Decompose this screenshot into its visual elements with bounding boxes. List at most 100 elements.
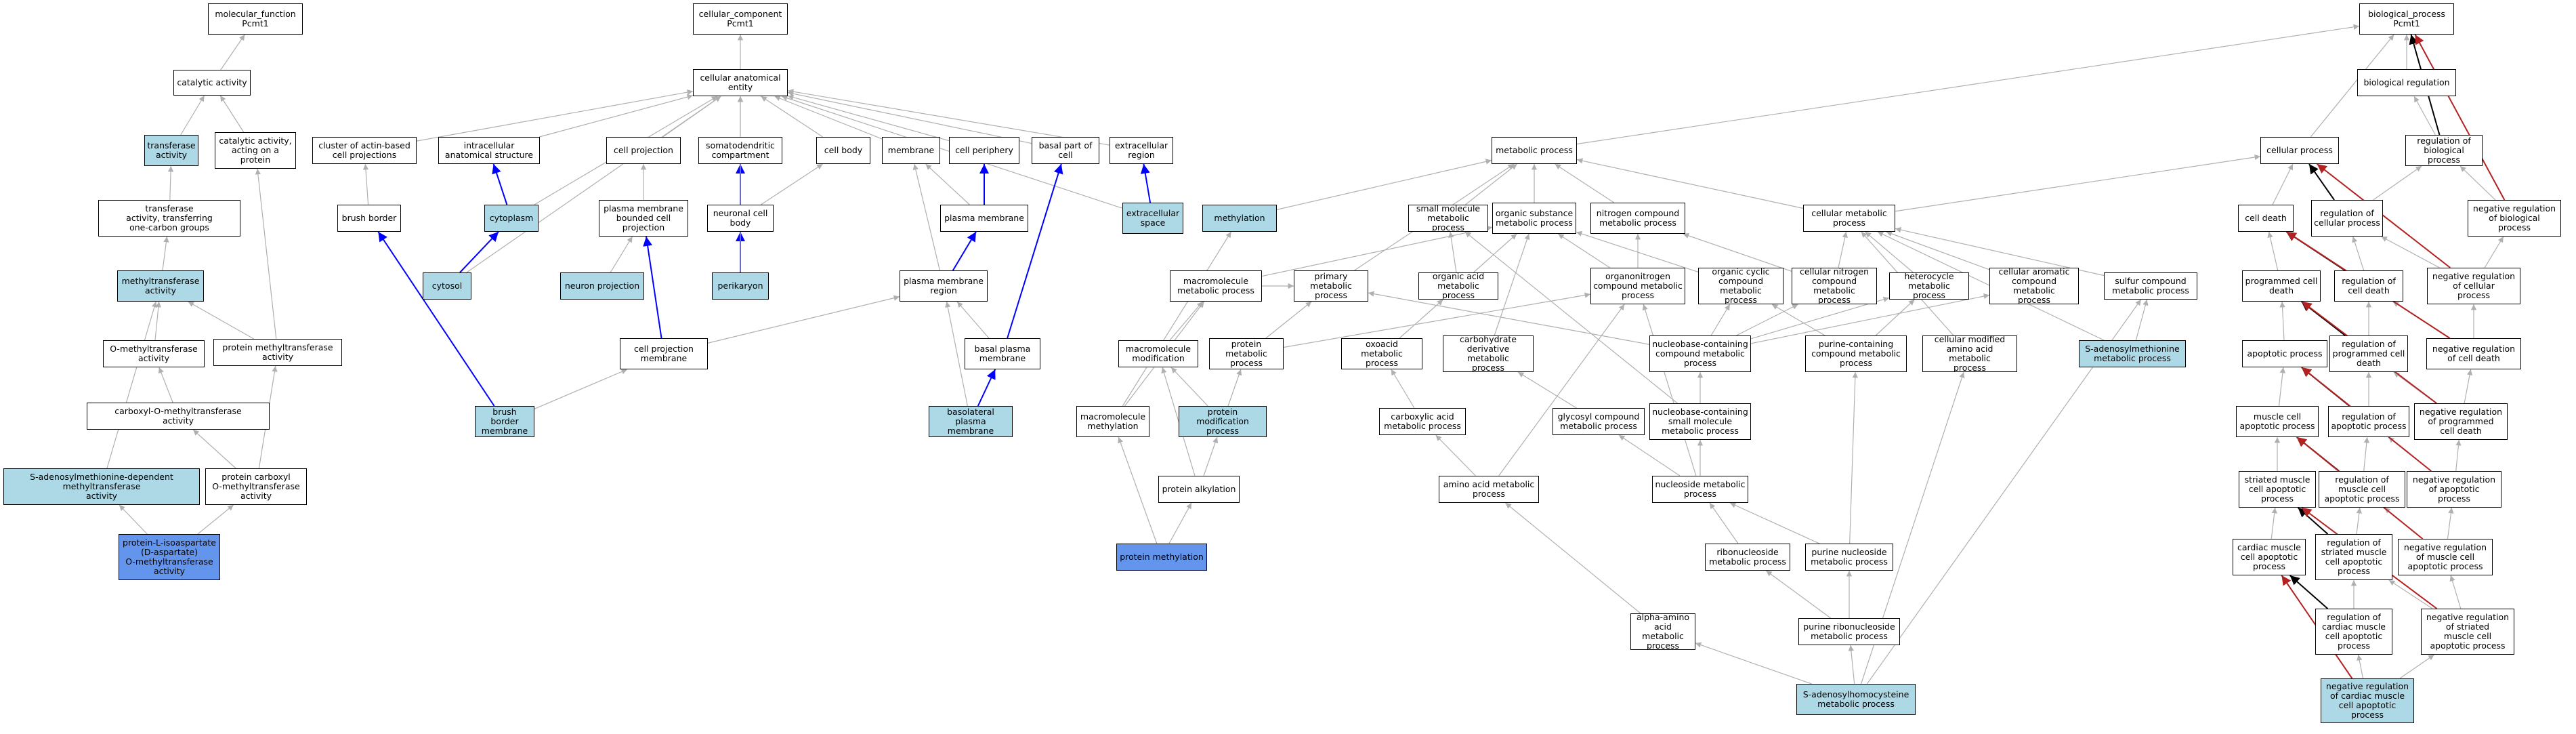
- go-term-heterocycle: heterocycle metabolic process: [1889, 272, 1969, 300]
- edge-is-a-organonitrogen-to-organic-substance: [1557, 233, 1611, 268]
- edge-is-a-metabolic-to-bp: [1576, 24, 2360, 145]
- go-term-macromolecule-methylation: macromolecule methylation: [1076, 406, 1149, 437]
- go-term-cellular-process: cellular process: [2260, 137, 2339, 164]
- edge-is-a-pcmt-act-to-protein-carboxyl: [197, 504, 234, 535]
- edge-is-a-organic-acid-to-organic-substance: [1473, 233, 1517, 273]
- go-term-organic-acid: organic acid metabolic process: [1418, 272, 1498, 300]
- edge-is-a-sah-to-alpha-amino: [1695, 642, 1812, 685]
- edge-is-a-amino-acid-to-organonitrogen: [1498, 304, 1625, 476]
- edge-negatively-regulates-neg-reg-cellular-to-cellular-process: [2317, 163, 2451, 268]
- go-term-purine-ribonucleoside: purine ribonucleoside metabolic process: [1798, 618, 1900, 645]
- go-term-organonitrogen: organonitrogen compound metabolic proces…: [1590, 268, 1685, 304]
- go-term-purine-compound: purine-containing compound metabolic pro…: [1805, 335, 1907, 372]
- edge-is-a-sah-to-purine-ribonucleoside: [1848, 645, 1855, 685]
- edge-is-a-reg-bp-to-bio-reg: [2413, 96, 2436, 136]
- go-term-pmbcp: plasma membrane bounded cell projection: [599, 200, 688, 237]
- go-term-macromolecule-mod: macromolecule modification: [1118, 340, 1198, 367]
- edge-is-a-protein-modification-to-macromolecule-mod: [1170, 367, 1208, 407]
- go-term-basal-part: basal part of cell: [1032, 137, 1099, 164]
- edge-is-a-sam-dep-to-methyltransferase: [106, 301, 157, 469]
- edge-is-a-protein-carboxyl-to-carboxyl-o: [192, 429, 236, 469]
- edge-regulates-reg-striated-apoptotic-to-striated-apoptotic: [2297, 507, 2329, 535]
- go-term-protein-metabolic: protein metabolic process: [1209, 338, 1284, 369]
- edge-is-a-nucleobase-compound-to-primary-metabolic: [1368, 291, 1650, 345]
- edge-is-a-sam-metabolic-to-sulfur: [2135, 299, 2149, 341]
- edge-is-a-macromolecule-methylation-to-methylation: [1122, 231, 1232, 407]
- edge-is-a-protein-metabolic-to-organonitrogen: [1283, 292, 1591, 348]
- go-term-cell-body: cell body: [816, 137, 870, 164]
- go-term-reg-bp: regulation of biological process: [2405, 135, 2483, 166]
- go-term-cellular-modified-aa: cellular modified amino acid metabolic p…: [1922, 335, 2017, 372]
- edge-is-a-cellular-process-to-bp: [2310, 34, 2394, 138]
- edge-is-a-o-methyl-to-methyltransferase: [154, 301, 162, 341]
- edge-is-a-neg-reg-apoptotic-to-neg-reg-pcd: [2455, 439, 2462, 472]
- edge-is-a-oxoacid-to-organic-acid: [1399, 299, 1443, 339]
- edge-is-a-pcd-to-cell-death: [2267, 231, 2279, 271]
- go-term-extracellular-region: extracellular region: [1110, 137, 1173, 164]
- go-term-neg-reg-bp: negative regulation of biological proces…: [2468, 200, 2561, 237]
- go-term-oxoacid: oxoacid metabolic process: [1341, 338, 1422, 369]
- go-term-transferase: transferase activity: [144, 135, 198, 166]
- go-term-protein-methylation: protein methylation: [1116, 544, 1207, 571]
- go-term-neg-reg-striated-apoptotic: negative regulation of striated muscle c…: [2421, 609, 2514, 655]
- edge-is-a-actin-to-cae: [416, 89, 694, 142]
- edge-is-a-brush-border-to-actin: [362, 163, 369, 205]
- go-term-basal-pm: basal plasma membrane: [965, 338, 1040, 369]
- edge-is-a-cell-death-to-cellular-process: [2272, 163, 2294, 205]
- edge-is-a-glycosyl-to-carbohydrate-deriv: [1517, 371, 1577, 409]
- edge-is-a-cellular-nitrogen-to-nitrogen-compound: [1683, 232, 1792, 272]
- go-term-plasma-membrane: plasma membrane: [940, 205, 1028, 232]
- edge-part-of-extracellular-space-to-extracellular-region: [1140, 163, 1152, 203]
- edge-is-a-cardiac-apoptotic-to-striated-apoptotic: [2271, 507, 2277, 539]
- edge-is-a-neg-reg-muscle-apoptotic-to-neg-reg-apoptotic: [2447, 507, 2454, 539]
- edge-is-a-macromolecule-metabolic-to-organic-substance: [1261, 225, 1493, 277]
- edge-is-a-nucleobase-compound-to-cellular-aromatic: [1750, 293, 1990, 344]
- edge-is-a-protein-modification-to-protein-metabolic: [1227, 369, 1242, 407]
- edge-is-a-muscle-apoptotic-to-apoptotic: [2278, 367, 2286, 407]
- edge-is-a-basal-pm-to-pm-region: [956, 301, 990, 339]
- edge-part-of-bb-membrane-to-brush-border: [377, 231, 495, 407]
- edge-negatively-regulates-neg-reg-bp-to-bp: [2414, 34, 2506, 201]
- go-term-cc: cellular_component Pcmt1: [693, 3, 788, 35]
- go-term-alpha-amino: alpha-amino acid metabolic process: [1630, 613, 1695, 650]
- go-term-intracellular: intracellular anatomical structure: [438, 137, 540, 164]
- go-term-sam-dep: S-adenosylmethionine-dependent methyltra…: [3, 468, 200, 505]
- edge-is-a-purine-compound-to-heterocycle: [1875, 299, 1915, 336]
- go-term-reg-striated-apoptotic: regulation of striated muscle cell apopt…: [2315, 534, 2392, 580]
- edge-is-a-carboxylic-to-oxoacid: [1391, 369, 1415, 409]
- edge-is-a-protein-methylation-to-macromolecule-methylation: [1118, 436, 1158, 544]
- go-term-pcd: programmed cell death: [2242, 270, 2321, 302]
- go-term-cae: cellular anatomical entity: [693, 69, 788, 96]
- go-term-neg-reg-cardiac-apoptotic: negative regulation of cardiac muscle ce…: [2321, 678, 2414, 723]
- go-term-nucleoside: nucleoside metabolic process: [1652, 476, 1748, 503]
- go-term-purine-nucleoside: purine nucleoside metabolic process: [1805, 544, 1893, 571]
- edge-is-a-bb-membrane-to-cp-membrane: [534, 369, 628, 409]
- go-term-bb-membrane: brush border membrane: [475, 406, 534, 437]
- edge-is-a-protein-alkylation-to-protein-modification: [1203, 436, 1219, 476]
- edge-is-a-periphery-to-cae: [787, 94, 950, 142]
- edge-is-a-purine-nucleoside-to-nucleoside: [1729, 502, 1820, 544]
- edge-part-of-cytosol-to-cytoplasm: [459, 231, 499, 273]
- go-term-apoptotic: apoptotic process: [2242, 340, 2327, 367]
- edge-part-of-cytoplasm-to-intracellular: [492, 163, 508, 205]
- go-term-catalytic: catalytic activity: [173, 70, 251, 96]
- go-term-muscle-apoptotic: muscle cell apoptotic process: [2236, 406, 2319, 437]
- go-term-periphery: cell periphery: [949, 137, 1019, 164]
- edge-part-of-basolateral-to-basal-pm: [977, 369, 996, 407]
- go-term-reg-muscle-apoptotic: regulation of muscle cell apoptotic proc…: [2319, 471, 2405, 508]
- edge-is-a-basolateral-to-pm-region: [945, 301, 968, 407]
- go-term-ribonucleoside: ribonucleoside metabolic process: [1705, 544, 1790, 571]
- go-term-organic-cyclic: organic cyclic compound metabolic proces…: [1698, 268, 1783, 304]
- edge-is-a-nucleoside-to-organonitrogen: [1642, 304, 1697, 476]
- edge-is-a-reg-cellular-to-reg-bp: [2373, 165, 2422, 201]
- edge-is-a-protein-metabolic-to-primary-metabolic: [1265, 301, 1312, 339]
- edge-is-a-purine-nucleoside-to-purine-compound: [1849, 371, 1859, 544]
- go-term-nucleobase-small: nucleobase-containing small molecule met…: [1649, 403, 1751, 440]
- edge-is-a-methylation-to-metabolic: [1276, 159, 1492, 210]
- edge-is-a-catalytic-protein-to-catalytic: [219, 95, 245, 133]
- edge-is-a-reg-muscle-apoptotic-to-reg-apoptotic: [2363, 436, 2370, 472]
- go-term-cardiac-apoptotic: cardiac muscle cell apoptotic process: [2233, 539, 2306, 575]
- edge-part-of-cp-membrane-to-pmbcp: [643, 236, 662, 339]
- go-term-neg-reg-cell-death: negative regulation of cell death: [2426, 338, 2521, 369]
- go-term-reg-pcd: regulation of programmed cell death: [2329, 335, 2408, 372]
